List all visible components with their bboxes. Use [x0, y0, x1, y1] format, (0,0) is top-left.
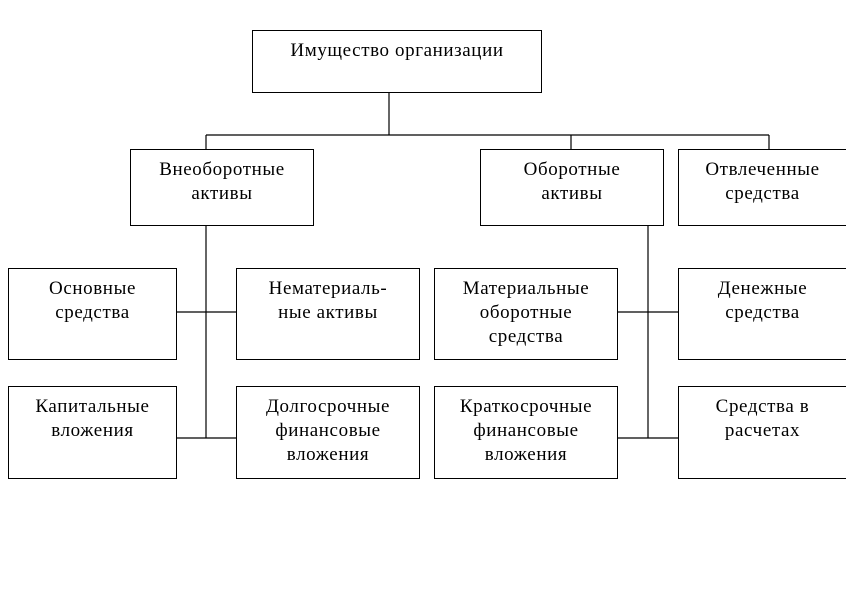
capital-investments-label-line1: Капитальные — [35, 396, 150, 417]
cash-box: Денежные средства — [678, 268, 846, 360]
cash-label-line1: Денежные — [717, 278, 808, 299]
shortterm-investments-box: Краткосрочные финансовые вложения — [434, 386, 618, 479]
fixed-assets-box: Основные средства — [8, 268, 177, 360]
noncurrent-assets-label-line2: активы — [191, 183, 253, 204]
intangible-assets-label-line2: ные активы — [278, 302, 378, 323]
current-assets-box: Оборотные активы — [480, 149, 664, 226]
fixed-assets-label-line2: средства — [55, 302, 130, 323]
current-assets-label-line1: Оборотные — [523, 159, 621, 180]
longterm-investments-label-line3: вложения — [286, 444, 370, 465]
receivables-label-line1: Средства в — [715, 396, 810, 417]
noncurrent-assets-box: Внеоборотные активы — [130, 149, 314, 226]
root-node-label: Имущество организации — [290, 40, 504, 61]
cash-label-line2: средства — [725, 302, 800, 323]
diverted-funds-box: Отвлеченные средства — [678, 149, 846, 226]
intangible-assets-label-line1: Нематериаль- — [268, 278, 388, 299]
material-current-assets-label-line3: средства — [488, 326, 564, 347]
receivables-label-line2: расчетах — [724, 420, 801, 441]
noncurrent-assets-label-line1: Внеоборотные — [159, 159, 285, 180]
intangible-assets-box: Нематериаль- ные активы — [236, 268, 420, 360]
material-current-assets-label-line1: Материальные — [462, 278, 590, 299]
shortterm-investments-label-line2: финансовые — [473, 420, 579, 441]
shortterm-investments-label-line1: Краткосрочные — [459, 396, 593, 417]
longterm-investments-box: Долгосрочные финансовые вложения — [236, 386, 420, 479]
material-current-assets-box: Материальные оборотные средства — [434, 268, 618, 360]
capital-investments-label-line2: вложения — [51, 420, 134, 441]
longterm-investments-label-line1: Долгосрочные — [265, 396, 391, 417]
material-current-assets-label-line2: оборотные — [479, 302, 573, 323]
receivables-box: Средства в расчетах — [678, 386, 846, 479]
root-node-box: Имущество организации — [252, 30, 542, 93]
capital-investments-box: Капитальные вложения — [8, 386, 177, 479]
longterm-investments-label-line2: финансовые — [275, 420, 381, 441]
diverted-funds-label-line1: Отвлеченные — [705, 159, 820, 180]
current-assets-label-line2: активы — [541, 183, 603, 204]
diverted-funds-label-line2: средства — [725, 183, 800, 204]
fixed-assets-label-line1: Основные — [49, 278, 136, 299]
shortterm-investments-label-line3: вложения — [484, 444, 568, 465]
